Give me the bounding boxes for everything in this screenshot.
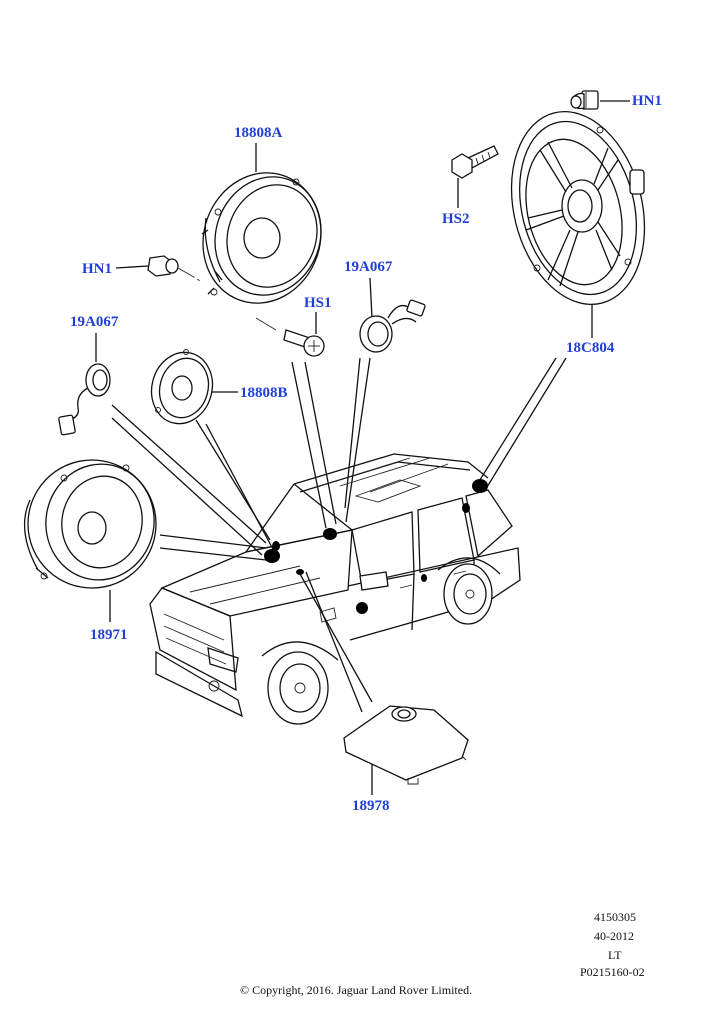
hs2-screw[interactable] (451, 145, 499, 179)
speaker-18c804[interactable] (492, 97, 664, 318)
date-code: 40-2012 (594, 929, 634, 943)
speaker-18808a[interactable] (185, 156, 339, 320)
callout-18978[interactable]: 18978 (352, 798, 390, 814)
callout-hn1-top[interactable]: HN1 (632, 93, 662, 109)
callout-18c804[interactable]: 18C804 (566, 340, 615, 356)
leader-lines (95, 100, 630, 795)
illustration-id: P0215160-02 (580, 965, 645, 979)
hs1-screw[interactable] (283, 329, 325, 357)
callout-18971[interactable]: 18971 (90, 627, 128, 643)
hn1-top-nut[interactable] (570, 90, 599, 110)
callout-hs2[interactable]: HS2 (442, 211, 470, 227)
callout-hs1[interactable]: HS1 (304, 295, 332, 311)
tweeter-19a067-left[interactable] (58, 363, 111, 436)
speaker-18808b[interactable] (144, 345, 221, 430)
callout-19a067-mid[interactable]: 19A067 (344, 259, 393, 275)
reference-number: 4150305 (594, 910, 636, 924)
callout-19a067-left[interactable]: 19A067 (70, 314, 119, 330)
hn1-left-nut[interactable] (147, 255, 193, 277)
callout-hn1-left[interactable]: HN1 (82, 261, 112, 277)
tweeter-19a067-mid[interactable] (359, 299, 426, 353)
speaker-18971[interactable] (18, 450, 166, 598)
model-code: LT (608, 948, 622, 962)
copyright-notice: © Copyright, 2016. Jaguar Land Rover Lim… (240, 983, 473, 997)
cover-18978[interactable] (343, 705, 469, 785)
vehicle-outline (149, 453, 521, 725)
location-markers (264, 479, 488, 614)
callout-18808a[interactable]: 18808A (234, 125, 283, 141)
callout-18808b[interactable]: 18808B (240, 385, 288, 401)
